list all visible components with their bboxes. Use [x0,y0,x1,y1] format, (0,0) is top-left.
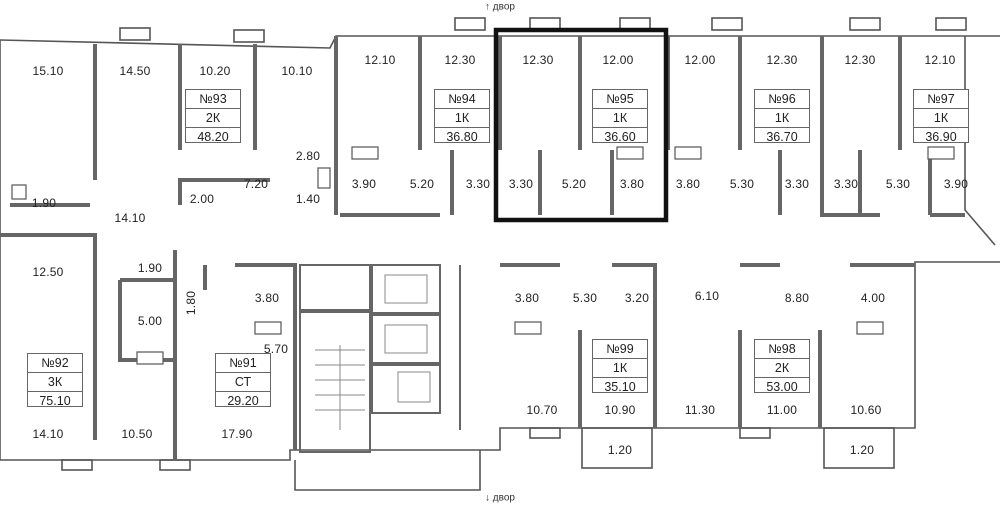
apartment-number: №96 [755,90,809,109]
room-area-label: 5.30 [885,177,911,191]
apartment-type: 3К [28,373,82,392]
apartment-type: 1К [593,109,647,128]
room-area-label: 10.60 [850,403,882,417]
compass-bottom-label: ↓ двор [485,492,515,504]
room-area-label: 10.20 [199,64,231,78]
room-area-label: 12.10 [924,53,956,67]
room-area-label: 4.00 [860,291,886,305]
room-area-label: 8.80 [784,291,810,305]
room-area-label: 3.80 [619,177,645,191]
apartment-area: 36.60 [604,130,636,144]
room-area-label: 5.20 [409,177,435,191]
apartment-area: 29.20 [227,394,259,408]
room-area-label: 2.00 [189,192,215,206]
apartment-number: №98 [755,340,809,359]
room-area-label: 5.30 [572,291,598,305]
room-area-label: 12.50 [32,265,64,279]
apartment-area: 36.80 [446,130,478,144]
room-area-label: 1.20 [607,443,633,457]
room-area-label: 17.90 [221,427,253,441]
room-area-label: 5.70 [263,342,289,356]
room-area-label: 10.90 [604,403,636,417]
room-area-label: 5.30 [729,177,755,191]
apartment-area: 53.00 [766,380,798,394]
apartment-number: №95 [593,90,647,109]
apartment-number: №97 [914,90,968,109]
room-area-label: 3.30 [784,177,810,191]
room-area-label: 1.40 [295,192,321,206]
apartment-area: 35.10 [604,380,636,394]
room-area-label: 12.00 [684,53,716,67]
room-area-label: 3.90 [351,177,377,191]
room-area-label: 2.80 [295,149,321,163]
room-area-label: 3.30 [508,177,534,191]
room-area-label: 1.90 [31,196,57,210]
selected-apartment-outline [493,27,669,223]
room-area-label: 3.80 [675,177,701,191]
apartment-area: 36.70 [766,130,798,144]
room-area-label: 1.80 [184,290,198,316]
room-area-label: 15.10 [32,64,64,78]
apartment-type: 1К [593,359,647,378]
room-area-label: 3.80 [514,291,540,305]
apartment-type: 2К [186,109,240,128]
room-area-label: 11.00 [766,403,798,417]
room-area-label: 14.50 [119,64,151,78]
apartment-area: 48.20 [197,130,229,144]
apartment-type: 1К [914,109,968,128]
room-area-label: 6.10 [694,289,720,303]
room-area-label: 3.30 [833,177,859,191]
compass-top-label: ↑ двор [485,1,515,13]
room-area-label: 12.00 [602,53,634,67]
room-area-label: 12.30 [522,53,554,67]
room-area-label: 14.10 [114,211,146,225]
apartment-area: 36.90 [925,130,957,144]
room-area-label: 12.30 [444,53,476,67]
apartment-area: 75.10 [39,394,71,408]
room-area-label: 5.00 [137,314,163,328]
apartment-number: №92 [28,354,82,373]
room-area-label: 3.30 [465,177,491,191]
room-area-label: 5.20 [561,177,587,191]
apartment-number: №93 [186,90,240,109]
room-area-label: 12.10 [364,53,396,67]
room-area-label: 3.80 [254,291,280,305]
room-area-label: 1.20 [849,443,875,457]
room-area-label: 10.10 [281,64,313,78]
apartment-type: 2К [755,359,809,378]
room-area-label: 12.30 [844,53,876,67]
apartment-number: №91 [216,354,270,373]
room-area-label: 7.20 [243,177,269,191]
room-area-label: 14.10 [32,427,64,441]
apartment-type: СТ [216,373,270,392]
room-area-label: 3.20 [624,291,650,305]
room-area-label: 10.50 [121,427,153,441]
apartment-type: 1К [435,109,489,128]
room-area-label: 10.70 [526,403,558,417]
apartment-type: 1К [755,109,809,128]
room-area-label: 3.90 [943,177,969,191]
apartment-number: №94 [435,90,489,109]
room-area-label: 11.30 [684,403,716,417]
room-area-label: 12.30 [766,53,798,67]
room-area-label: 1.90 [137,261,163,275]
apartment-number: №99 [593,340,647,359]
